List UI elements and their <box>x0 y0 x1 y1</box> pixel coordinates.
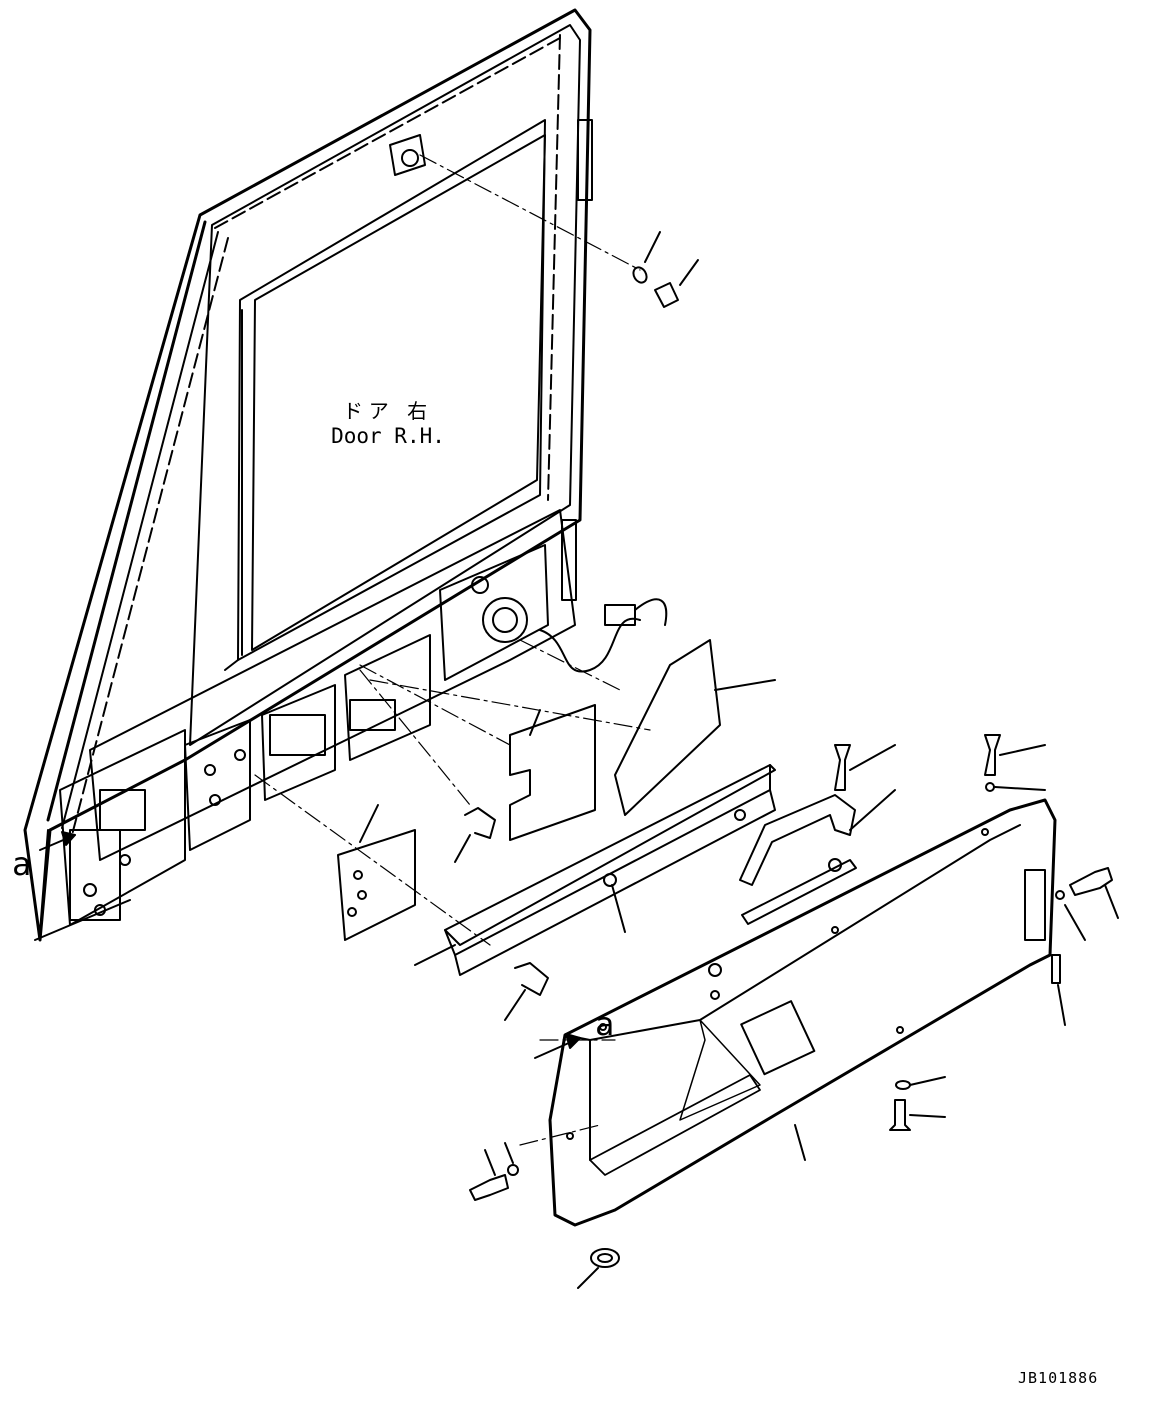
view-marker-left: a <box>12 845 32 883</box>
insulation-pad <box>614 639 776 816</box>
cover-plate-left <box>337 804 416 941</box>
view-marker-right: a <box>595 1005 615 1043</box>
trim-panel <box>548 798 1057 1227</box>
grab-handle <box>739 789 896 934</box>
rail-bracket <box>414 764 776 976</box>
view-arrows <box>39 831 581 1059</box>
leader-lines <box>254 154 651 1146</box>
cover-sheet <box>509 704 596 841</box>
fasteners <box>454 231 1119 1289</box>
part-name-jp: ドア 右 <box>342 399 434 423</box>
door-frame <box>23 8 668 942</box>
drawing-number: JB101886 <box>1018 1369 1099 1387</box>
part-name-en: Door R.H. <box>331 424 445 448</box>
